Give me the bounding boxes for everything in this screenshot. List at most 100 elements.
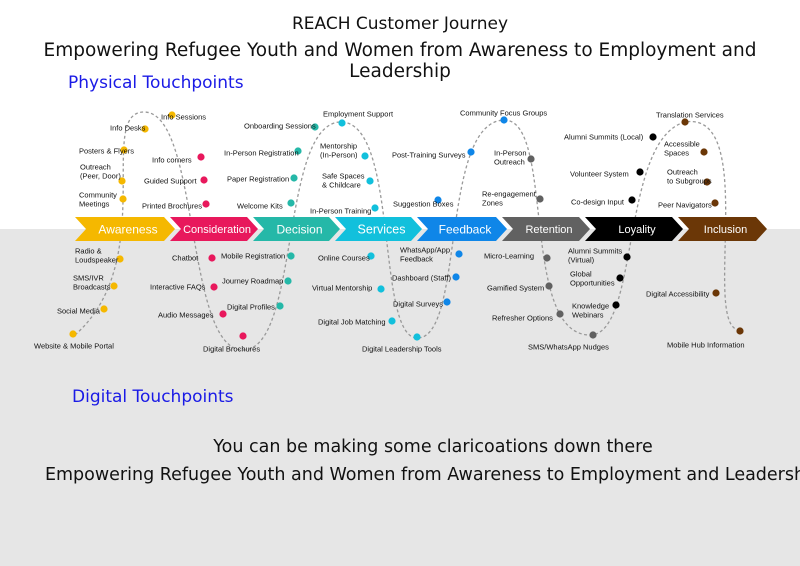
touchpoint-dot-digital-accessibility	[712, 289, 720, 297]
touchpoint-dot-community-focus-groups	[500, 116, 508, 124]
touchpoint-dot-posters-flyers	[120, 146, 128, 154]
touchpoint-label-info-sessions: Info Sessions	[161, 113, 206, 122]
touchpoint-dot-peer-navigators	[711, 199, 719, 207]
touchpoint-dot-online-courses	[367, 252, 375, 260]
touchpoint-label-welcome-kits: Welcome Kits	[237, 202, 283, 211]
touchpoint-dot-outreach-peer-door	[118, 177, 126, 185]
touchpoint-label-safe-spaces-childcare: Safe Spaces& Childcare	[322, 172, 365, 190]
touchpoint-dot-digital-brochures	[239, 332, 247, 340]
bottom-background	[0, 229, 800, 566]
touchpoint-label-sms-whatsapp-nudges: SMS/WhatsApp Nudges	[528, 343, 609, 352]
touchpoint-label-post-training-surveys: Post-Training Surveys	[392, 151, 466, 160]
touchpoint-dot-gamified-system	[545, 282, 553, 290]
touchpoint-dot-knowledge-webinars	[612, 301, 620, 309]
touchpoint-dot-digital-surveys	[443, 298, 451, 306]
touchpoint-label-digital-brochures: Digital Brochures	[203, 345, 260, 354]
stage-arrow-feedback	[417, 217, 507, 241]
touchpoint-dot-global-opportunities	[616, 274, 624, 282]
touchpoint-dot-translation-services	[681, 118, 689, 126]
stage-label-awareness: Awareness	[98, 222, 157, 236]
touchpoint-dot-radio-loudspeaker	[116, 255, 124, 263]
touchpoint-dot-outreach-to-subgroups	[703, 178, 711, 186]
touchpoint-label-gamified-system: Gamified System	[487, 284, 544, 293]
touchpoint-label-online-courses: Online Courses	[318, 254, 370, 263]
top-background	[0, 0, 800, 229]
touchpoint-dot-paper-registration	[290, 174, 298, 182]
touchpoint-label-in-person-training: In-Person Training	[310, 207, 371, 216]
touchpoint-dot-digital-profiles	[276, 302, 284, 310]
stage-arrow-inclusion	[678, 217, 767, 241]
touchpoint-label-mobile-registration: Mobile Registration	[221, 252, 285, 261]
touchpoint-label-audio-messages: Audio Messages	[158, 311, 214, 320]
touchpoint-label-digital-accessibility: Digital Accessibility	[646, 290, 710, 299]
stage-label-feedback: Feedback	[439, 222, 493, 236]
touchpoint-dot-safe-spaces-childcare	[366, 177, 374, 185]
touchpoint-dot-interactive-faqs	[210, 283, 218, 291]
footer-note: You can be making some claricoations dow…	[213, 437, 653, 457]
stage-label-consideration: Consideration	[183, 224, 251, 236]
touchpoint-dot-employment-support	[338, 119, 346, 127]
touchpoint-dot-accessible-spaces	[700, 148, 708, 156]
touchpoint-dot-alumni-summits-virtual	[623, 253, 631, 261]
touchpoint-label-guided-support: Guided Support	[144, 177, 197, 186]
touchpoint-label-alumni-summits-local: Alumni Summits (Local)	[564, 133, 644, 142]
touchpoint-dot-journey-roadmap	[284, 277, 292, 285]
touchpoint-dot-info-desks	[141, 125, 149, 133]
touchpoint-label-refresher-options: Refresher Options	[492, 314, 553, 323]
touchpoint-label-virtual-mentorship: Virtual Mentorship	[312, 284, 372, 293]
touchpoint-dot-virtual-mentorship	[377, 285, 385, 293]
touchpoint-label-paper-registration: Paper Registration	[227, 175, 289, 184]
touchpoint-dot-in-person-training	[371, 204, 379, 212]
touchpoint-dot-suggestion-boxes	[434, 196, 442, 204]
touchpoint-label-journey-roadmap: Journey Roadmap	[222, 277, 283, 286]
touchpoint-dot-chatbot	[208, 254, 216, 262]
touchpoint-label-interactive-faqs: Interactive FAQs	[150, 283, 206, 292]
touchpoint-label-info-corners: Info corners	[152, 156, 192, 165]
touchpoint-dot-dashboard-staff	[452, 273, 460, 281]
touchpoint-label-peer-navigators: Peer Navigators	[658, 201, 712, 210]
touchpoint-dot-volunteer-system	[636, 168, 644, 176]
touchpoint-dot-digital-leadership-tools	[413, 333, 421, 341]
stage-arrow-retention	[502, 217, 590, 241]
touchpoint-label-radio-loudspeaker: Radio &Loudspeaker	[75, 247, 119, 265]
touchpoint-label-onboarding-sessions: Onboarding Sessions	[244, 122, 316, 131]
touchpoint-dot-mentorship-in-person	[361, 152, 369, 160]
touchpoint-label-social-media: Social Media	[57, 307, 101, 316]
stage-arrow-decision	[253, 217, 340, 241]
touchpoint-label-posters-flyers: Posters & Flyers	[79, 147, 134, 156]
touchpoint-dot-guided-support	[200, 176, 208, 184]
touchpoint-dot-sms-whatsapp-nudges	[589, 331, 597, 339]
stage-arrow-awareness	[75, 217, 175, 241]
journey-wave-connector	[74, 111, 741, 351]
stage-arrow-services	[335, 217, 422, 241]
stage-label-retention: Retention	[525, 224, 572, 236]
touchpoint-label-mobile-hub-information: Mobile Hub Information	[667, 341, 745, 350]
touchpoint-label-alumni-summits-virtual: Alumni Summits(Virtual)	[568, 247, 622, 265]
touchpoint-label-in-person-registration: In-Person Registration	[224, 149, 299, 158]
touchpoint-dot-re-engagement-zones	[536, 195, 544, 203]
touchpoint-label-outreach-peer-door: Outreach(Peer, Door)	[80, 163, 121, 181]
touchpoint-label-chatbot: Chatbot	[172, 254, 199, 263]
touchpoint-dot-refresher-options	[556, 310, 564, 318]
touchpoint-dot-sms-ivr-broadcasts	[110, 282, 118, 290]
stage-label-decision: Decision	[276, 222, 322, 236]
touchpoint-dot-in-person-outreach	[527, 155, 535, 163]
touchpoint-label-digital-profiles: Digital Profiles	[227, 303, 275, 312]
physical-touchpoints-heading: Physical Touchpoints	[68, 73, 244, 93]
touchpoint-label-digital-surveys: Digital Surveys	[393, 300, 443, 309]
touchpoint-label-mentorship-in-person: Mentorship(In-Person)	[320, 142, 358, 160]
stage-label-inclusion: Inclusion	[704, 224, 747, 236]
touchpoint-label-micro-learning: Micro-Learning	[484, 252, 534, 261]
touchpoint-label-translation-services: Translation Services	[656, 111, 724, 120]
touchpoint-label-community-focus-groups: Community Focus Groups	[460, 109, 547, 118]
touchpoint-label-website-mobile-portal: Website & Mobile Portal	[34, 342, 114, 351]
touchpoint-dot-alumni-summits-local	[649, 133, 657, 141]
stage-arrow-consideration	[170, 217, 258, 241]
